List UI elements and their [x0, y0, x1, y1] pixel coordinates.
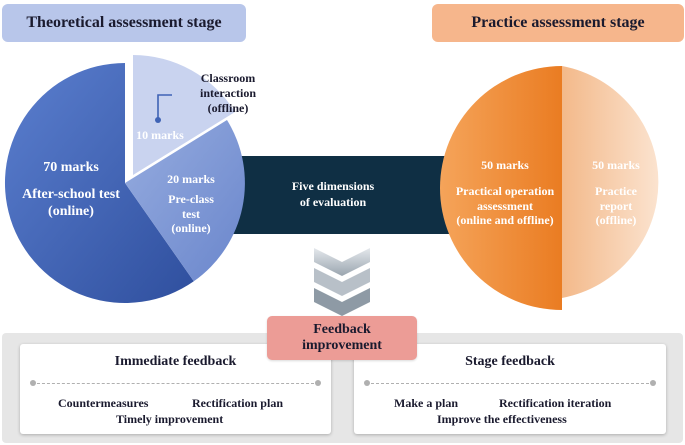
after-school-label: 70 marks After-school test (online) — [6, 160, 136, 220]
pie-slice-after-school — [4, 62, 194, 303]
chevron-arrow-1 — [314, 248, 370, 276]
practice-report-marks: 50 marks — [592, 158, 640, 172]
five-dimensions-label: Five dimensions of evaluation — [258, 179, 408, 210]
practice-report-line2: report — [599, 198, 633, 213]
divider-dot-left — [30, 380, 36, 386]
after-school-line1: After-school test — [22, 186, 120, 202]
immediate-item-countermeasures: Countermeasures — [58, 396, 149, 410]
divider-dot-right — [650, 380, 656, 386]
pie-slice-pre-class — [125, 120, 245, 282]
practical-operation-label: 50 marks Practical operation assessment … — [444, 158, 566, 228]
feedback-line1: Feedback — [313, 321, 371, 337]
after-school-line2: (online) — [48, 203, 94, 219]
pre-class-line1: Pre-class — [168, 192, 214, 207]
classroom-marks: 10 marks — [136, 128, 184, 142]
after-school-marks: 70 marks — [43, 160, 99, 175]
stage-item-improve-effectiveness: Improve the effectiveness — [437, 412, 567, 426]
pre-class-marks: 20 marks — [167, 172, 215, 186]
immediate-item-rectification-plan: Rectification plan — [192, 396, 283, 410]
pre-class-line2: test — [182, 206, 200, 221]
practice-report-line3: (offline) — [595, 213, 637, 228]
feedback-improvement-badge: Feedback improvement — [267, 316, 417, 360]
divider-dot-right — [315, 380, 321, 386]
practice-half-report — [562, 66, 659, 298]
classroom-line3: (offline) — [207, 101, 249, 115]
classroom-line2: interaction — [200, 86, 256, 100]
classroom-callout-line — [157, 94, 172, 120]
stage-feedback-title: Stage feedback — [465, 354, 555, 369]
practice-stage-title: Practice assessment stage — [432, 4, 684, 42]
classroom-label: Classroom interaction (offline) — [178, 71, 278, 116]
feedback-line2: improvement — [302, 338, 382, 353]
stage-item-rectification-iteration: Rectification iteration — [499, 396, 612, 410]
classroom-callout-dot — [155, 117, 161, 123]
card-divider — [366, 383, 654, 384]
stage-item-make-a-plan: Make a plan — [394, 396, 459, 410]
practical-operation-line2: assessment — [477, 198, 533, 213]
divider-dot-left — [364, 380, 370, 386]
card-divider — [32, 383, 319, 384]
center-line1: Five dimensions — [291, 179, 375, 193]
chevron-arrow-3 — [314, 288, 370, 316]
chevron-arrow-2 — [314, 268, 370, 296]
practical-operation-line3: (online and offline) — [456, 213, 554, 228]
practice-report-label: 50 marks Practice report (offline) — [576, 158, 656, 228]
pie-slice-classroom — [133, 55, 235, 175]
pre-class-line3: (online) — [171, 221, 211, 236]
center-line2: of evaluation — [299, 194, 367, 209]
practical-operation-line1: Practical operation — [455, 184, 555, 199]
practical-operation-marks: 50 marks — [481, 158, 529, 172]
immediate-item-timely-improvement: Timely improvement — [116, 412, 224, 426]
pre-class-label: 20 marks Pre-class test (online) — [150, 172, 232, 236]
theoretical-stage-title: Theoretical assessment stage — [2, 4, 246, 42]
center-band — [215, 156, 453, 234]
classroom-line1: Classroom — [200, 71, 256, 85]
practice-half-operation — [440, 66, 562, 310]
practice-report-line1: Practice — [595, 184, 637, 199]
immediate-feedback-title: Immediate feedback — [114, 354, 237, 369]
